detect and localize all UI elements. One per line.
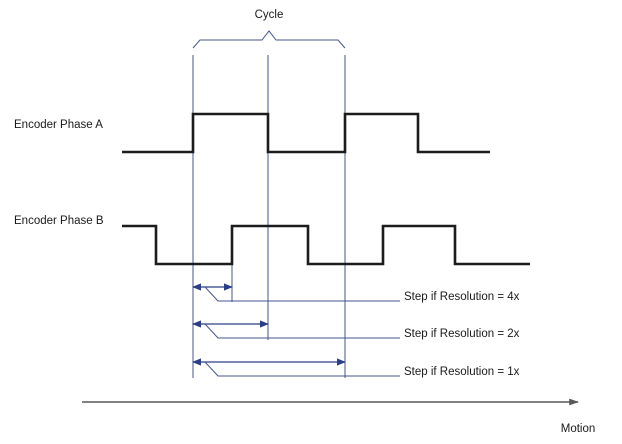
step-2x-label: Step if Resolution = 2x xyxy=(404,328,520,340)
guide-lines-group xyxy=(192,55,346,378)
step-1x-leader xyxy=(204,361,400,377)
phase-b-group: Encoder Phase B xyxy=(14,215,530,266)
phase-a-group: Encoder Phase A xyxy=(14,112,490,154)
cycle-bracket-group: Cycle xyxy=(192,9,346,49)
motion-axis-group: Motion xyxy=(82,398,596,435)
step-2x-leader xyxy=(204,323,400,339)
step-4x-group: Step if Resolution = 4x xyxy=(192,283,520,303)
step-4x-label: Step if Resolution = 4x xyxy=(404,291,520,303)
phase-a-label: Encoder Phase A xyxy=(14,119,103,131)
step-1x-label: Step if Resolution = 1x xyxy=(404,366,520,378)
cycle-bracket xyxy=(192,30,346,49)
phase-b-label: Encoder Phase B xyxy=(14,215,104,227)
phase-a-waveform xyxy=(122,112,490,154)
step-1x-group: Step if Resolution = 1x xyxy=(192,358,520,378)
cycle-label: Cycle xyxy=(255,9,284,21)
step-2x-group: Step if Resolution = 2x xyxy=(192,320,520,340)
step-4x-leader xyxy=(204,286,400,302)
motion-label: Motion xyxy=(561,423,596,435)
phase-b-waveform xyxy=(122,224,530,266)
